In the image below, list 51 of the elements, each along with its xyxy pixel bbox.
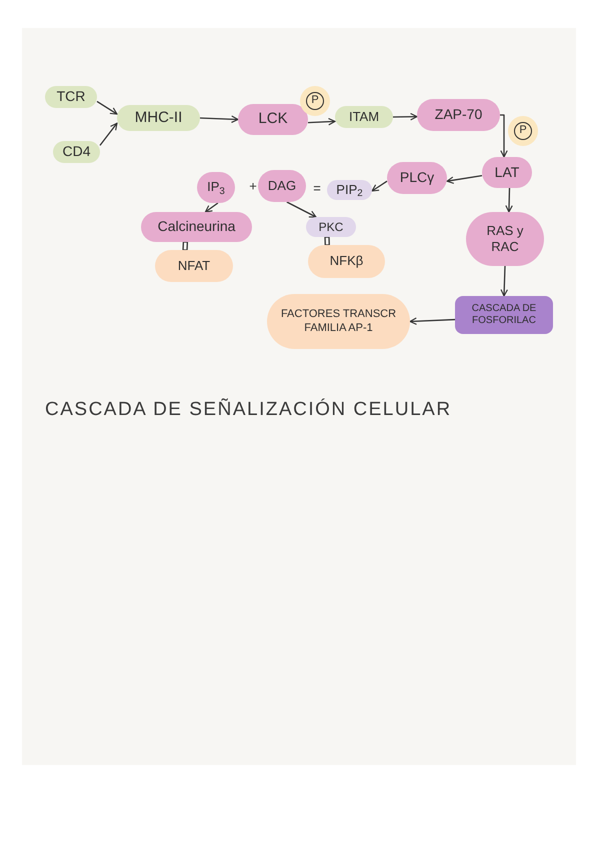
molecule-pill — [306, 217, 356, 237]
arrow — [500, 266, 508, 297]
arrow — [505, 188, 513, 213]
phosphate-label: P — [514, 122, 532, 140]
molecule-label: RAS y RAC — [486, 222, 524, 256]
molecule-pill — [53, 141, 100, 163]
molecule-label: CD4 — [62, 143, 90, 161]
highlight-band — [455, 296, 553, 334]
molecule-label: TCR — [56, 88, 86, 106]
arrow — [99, 122, 118, 146]
arrow — [204, 202, 218, 213]
operator-sign: + — [249, 180, 257, 192]
arrow — [371, 180, 388, 192]
arrow — [200, 116, 239, 123]
molecule-label: PIP$_{2}$ — [336, 182, 363, 198]
arrow — [308, 118, 336, 126]
molecule-pill — [335, 106, 393, 128]
operator-sign: = — [313, 182, 321, 194]
molecule-pill — [141, 212, 252, 242]
arrow — [286, 201, 317, 218]
arrow — [96, 100, 118, 115]
arrow — [409, 317, 456, 325]
molecule-label: PKC — [318, 220, 344, 234]
molecule-pill — [327, 180, 372, 200]
molecule-label: PLCγ — [400, 169, 434, 187]
diagram-title: CASCADA DE SEÑALIZACIÓN CELULAR — [45, 397, 452, 422]
molecule-label: MHC-II — [134, 108, 182, 128]
molecule-pill — [238, 104, 308, 135]
molecule-label: ZAP-70 — [434, 106, 482, 124]
molecule-label: NFKβ — [330, 253, 364, 270]
molecule-pill — [117, 105, 200, 131]
molecule-pill — [308, 245, 385, 278]
arrow — [500, 114, 508, 158]
molecule-label: IP$_{3}$ — [207, 179, 225, 196]
process-label: CASCADA DE FOSFORILAC — [470, 302, 538, 328]
molecule-pill — [387, 162, 447, 194]
molecule-label: LCK — [258, 110, 288, 129]
molecule-label: LAT — [494, 164, 520, 182]
molecule-pill — [417, 99, 500, 131]
molecule-label: FACTORES TRANSCR FAMILIA AP-1 — [280, 308, 398, 336]
molecule-label: NFAT — [178, 258, 210, 274]
molecule-label: ITAM — [348, 108, 380, 126]
double-line-connector — [182, 241, 188, 251]
phosphate-label: P — [306, 92, 324, 110]
molecule-label: Calcineurina — [158, 218, 236, 236]
molecule-label: DAG — [268, 178, 296, 194]
molecule-pill — [45, 86, 97, 108]
arrow — [392, 112, 418, 120]
molecule-pill — [155, 250, 233, 282]
arrow — [446, 174, 482, 184]
double-line-connector — [324, 236, 330, 246]
